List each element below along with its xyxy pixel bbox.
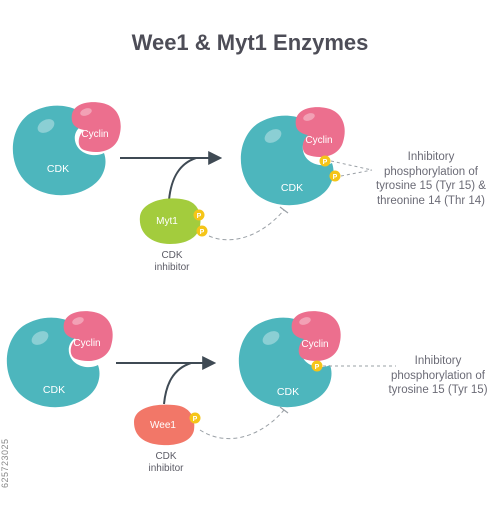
cyclin-shine-bottom-left [72, 317, 84, 325]
cdk-inhibitor-label-line2: inhibitor [154, 262, 190, 273]
cdk-inhibitor-label-line1: CDK [155, 451, 176, 462]
wee1-label: Wee1 [150, 420, 176, 431]
note-line: tyrosine 15 (Tyr 15) [388, 384, 488, 396]
cyclin-shine-top-right [303, 113, 315, 121]
cyclin-label-top-right: Cyclin [305, 135, 332, 146]
cyclin-label-bottom-left: Cyclin [73, 338, 100, 349]
inhibition-note-top: Inhibitory phosphorylation of tyrosine 1… [364, 150, 498, 208]
cdk-label-top-left: CDK [47, 163, 69, 175]
note-line: phosphorylation of [384, 165, 478, 178]
phosphate-label: P [200, 229, 205, 236]
phosphate-label: P [197, 213, 202, 220]
note-line: threonine 14 (Thr 14) [376, 194, 486, 207]
page-title: Wee1 & Myt1 Enzymes [131, 30, 369, 55]
phosphate-label: P [333, 174, 338, 181]
inhibition-bar-top [279, 206, 289, 214]
enzyme-branch-arrow-top [168, 157, 197, 201]
cyclin-shape-bottom-left [63, 311, 113, 362]
note-line: phosphorylation of [391, 369, 485, 382]
cdk-label-bottom-right: CDK [277, 386, 299, 398]
cdk-inhibitor-label-line2: inhibitor [148, 463, 184, 474]
note-line: Inhibitory [407, 151, 455, 163]
note-pointer-top-2 [340, 169, 373, 177]
phosphate-icon [196, 225, 208, 237]
inhibition-dashed-line-bottom [199, 409, 285, 440]
phosphate-label: P [323, 159, 328, 166]
phosphate-icon [193, 209, 205, 221]
note-line: tyrosine 15 (Tyr 15) & [376, 180, 486, 192]
cdk-shine-bottom-left [31, 331, 49, 345]
note-pointer-top-1 [330, 160, 373, 171]
stock-id-watermark: 625723025 [0, 438, 10, 488]
cdk-inhibitor-label-line1: CDK [161, 250, 182, 261]
phosphate-icon [319, 155, 331, 167]
cyclin-label-top-left: Cyclin [81, 129, 108, 140]
enzyme-branch-arrow-bottom [163, 362, 192, 405]
cdk-shine-bottom-right [262, 331, 280, 345]
phosphate-icon [329, 170, 341, 182]
inhibition-note-bottom: Inhibitory phosphorylation of tyrosine 1… [378, 354, 498, 398]
inhibition-dashed-line-top [208, 209, 285, 241]
note-line: Inhibitory [414, 355, 462, 367]
phosphate-icon [189, 412, 201, 424]
cyclin-shape-top-left [71, 102, 121, 153]
inhibition-bar-bottom [279, 406, 289, 414]
cdk-label-top-right: CDK [281, 182, 303, 194]
cdk-shine-top-left [37, 119, 55, 133]
cyclin-shine-top-left [80, 108, 92, 116]
cyclin-shape-top-right [295, 107, 345, 158]
phosphate-icon [311, 360, 323, 372]
cdk-shine-top-right [264, 129, 282, 143]
phosphate-label: P [193, 416, 198, 423]
myt1-label: Myt1 [156, 216, 178, 227]
cyclin-label-bottom-right: Cyclin [301, 339, 328, 350]
cyclin-shine-bottom-right [299, 317, 311, 325]
cdk-label-bottom-left: CDK [43, 384, 65, 396]
phosphate-label: P [315, 364, 320, 371]
